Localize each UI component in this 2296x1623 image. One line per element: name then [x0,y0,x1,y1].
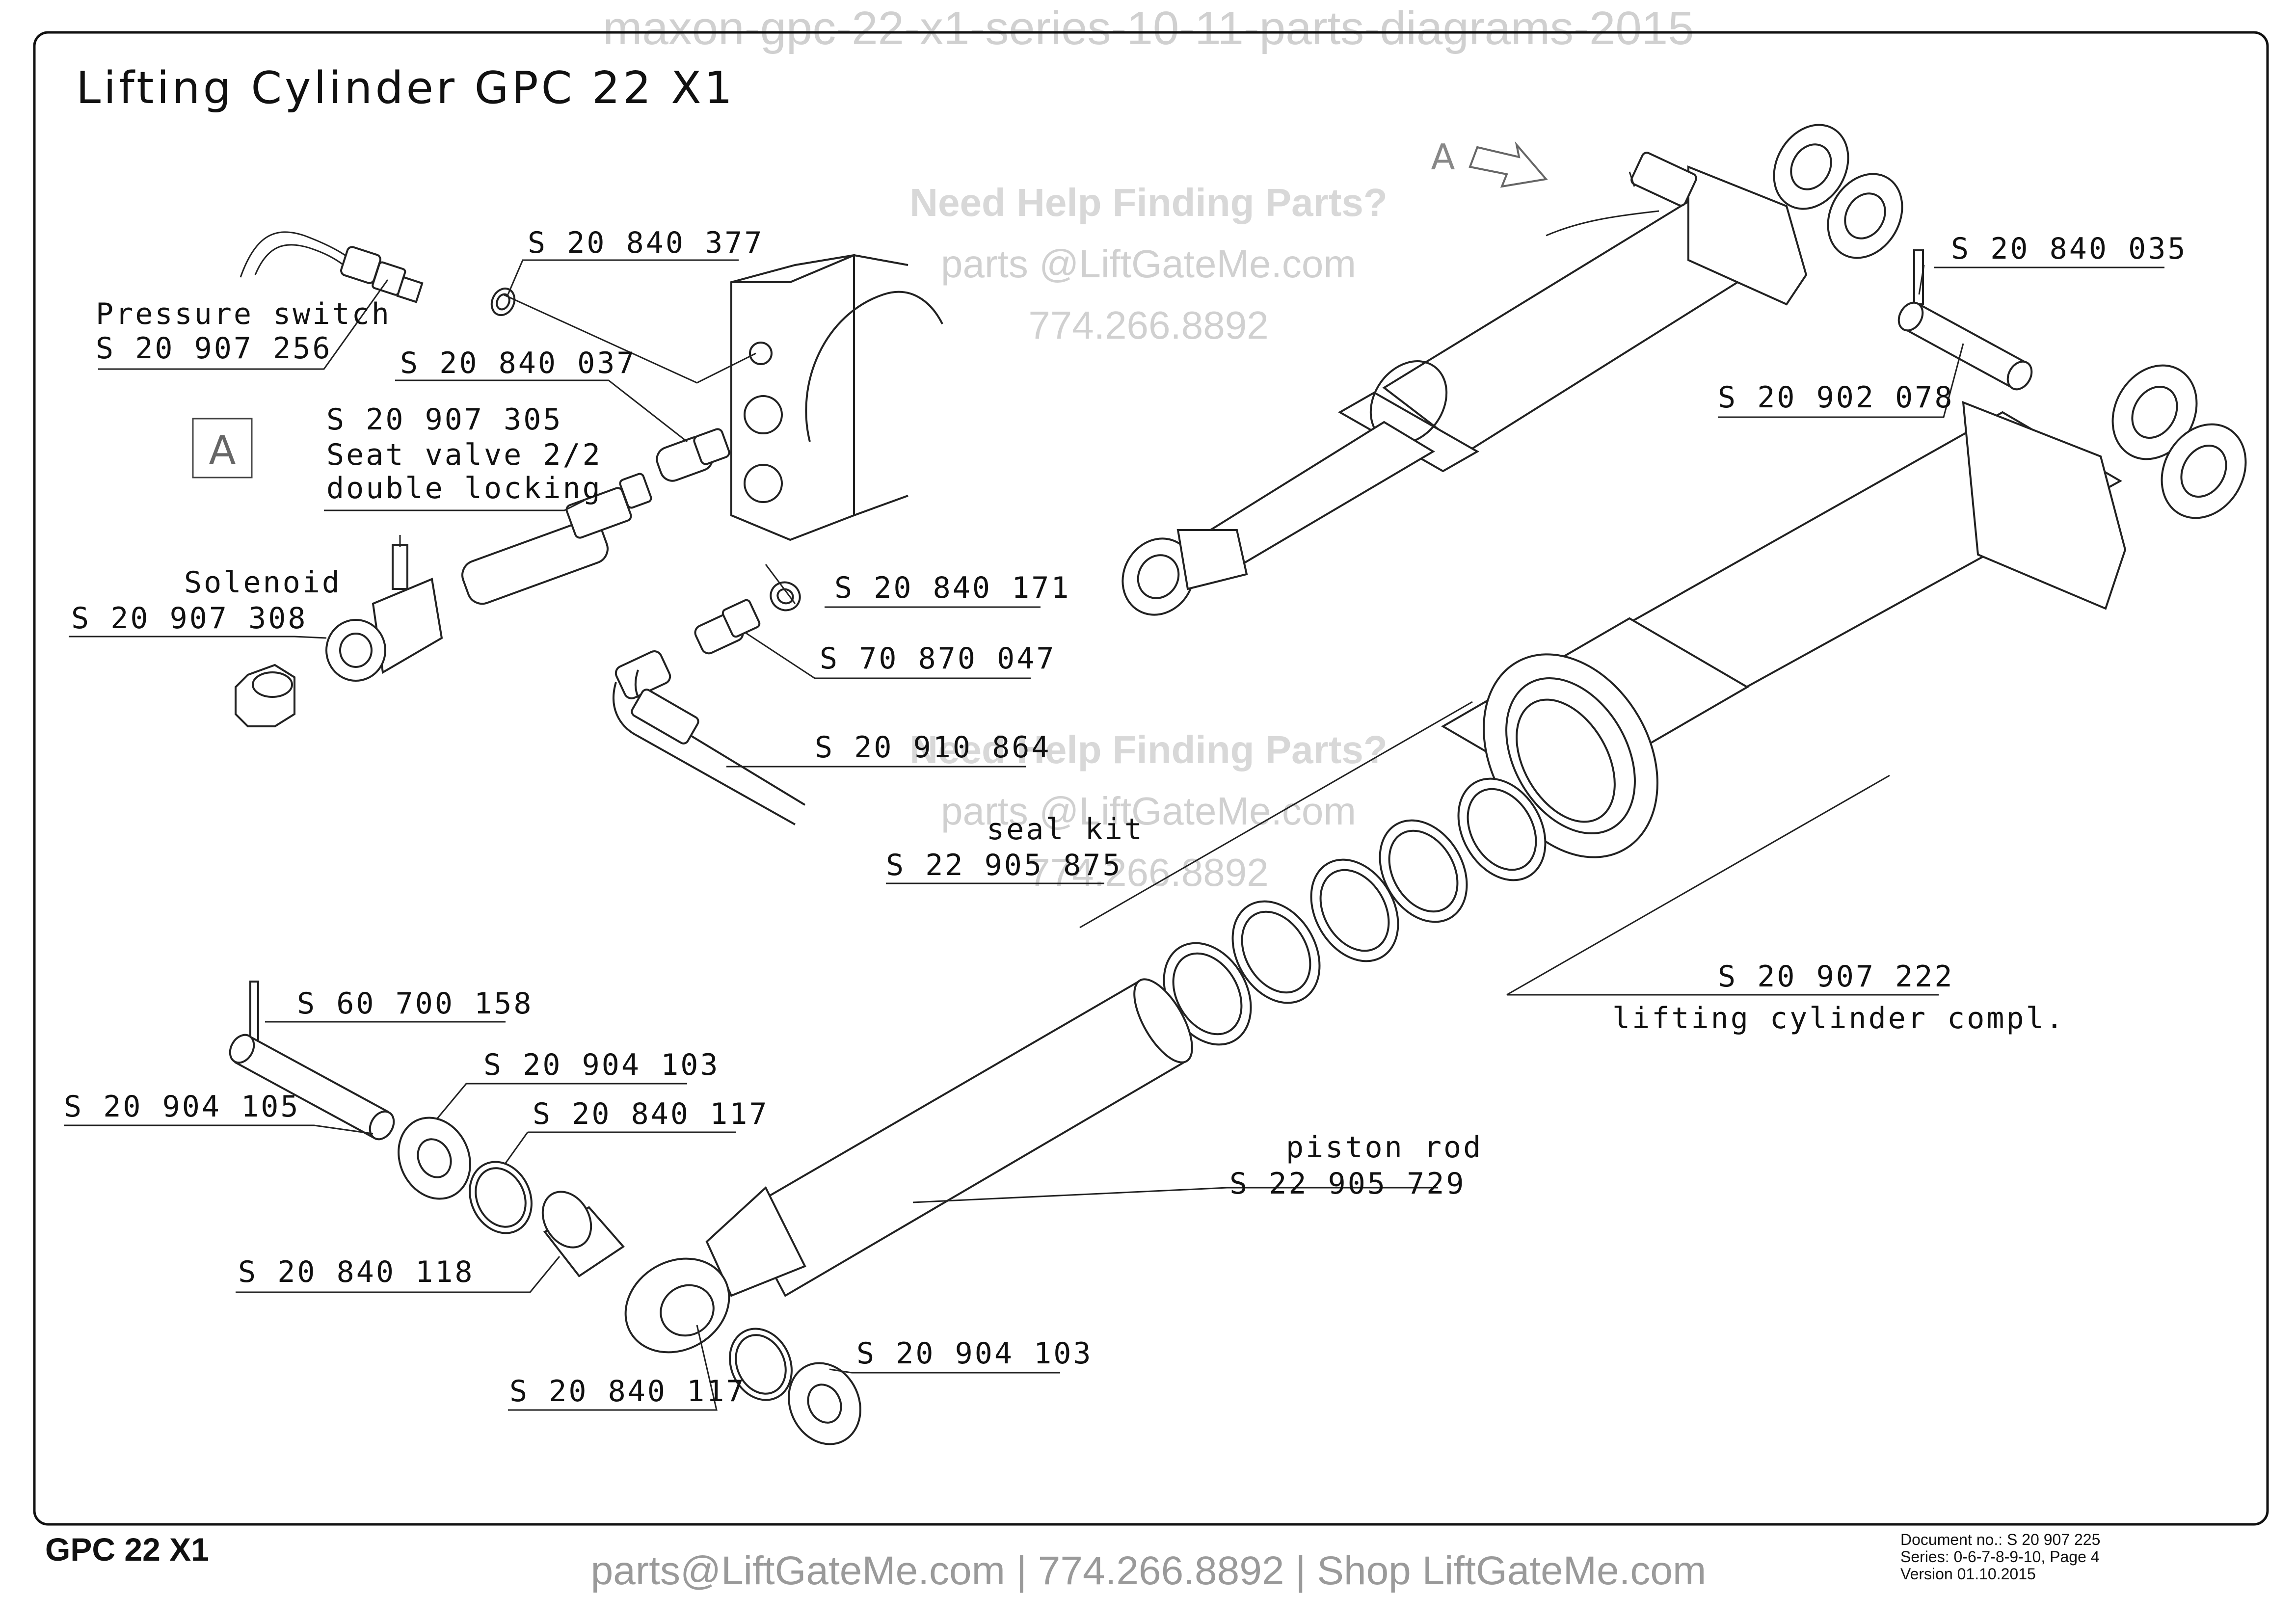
label-p-20840171: S 20 840 171 [834,571,1070,605]
label-cyl-name: lifting cylinder compl. [1612,1001,2065,1036]
label-p-20904103-a: S 20 904 103 [483,1048,720,1082]
valve-block [730,254,943,541]
seat-valve [461,473,652,605]
label-p-60700158: S 60 700 158 [297,986,533,1021]
label-p-20840117-a: S 20 840 117 [533,1097,769,1131]
help-watermark-top: Need Help Finding Parts? parts @LiftGate… [909,181,1387,347]
label-cyl-pn: S 20 907 222 [1718,959,1954,994]
o-ring-20840117-b [729,1328,793,1401]
label-seal-kit-name: seal kit [987,812,1144,847]
label-p-20840118: S 20 840 118 [238,1255,474,1289]
label-p-20904103-b: S 20 904 103 [856,1336,1093,1371]
label-p-20902078: S 20 902 078 [1718,380,1954,415]
help-watermark-middle: Need Help Finding Parts? parts @LiftGate… [909,728,1387,894]
o-ring-20840117-a [469,1161,533,1234]
label-seal-kit-pn: S 22 905 875 [886,848,1122,882]
knurled-nut [235,664,295,727]
label-solenoid-name: Solenoid [184,565,342,600]
svg-text:Need Help Finding Parts?: Need Help Finding Parts? [909,181,1387,224]
hose-assembly [613,650,806,825]
washer-20904103-a [398,1117,471,1200]
svg-text:774.266.8892: 774.266.8892 [1028,303,1268,347]
part-labels: Pressure switch S 20 907 256 S 20 840 37… [64,226,2187,1409]
label-seat-valve-pn: S 20 907 305 [326,402,562,437]
washer-20904103-b [788,1362,861,1445]
solenoid [325,535,443,682]
svg-text:A: A [1431,136,1455,178]
o-ring-377 [490,287,516,317]
label-p-20840377: S 20 840 377 [528,226,764,260]
piston-rod [624,978,1193,1354]
label-p-20910864: S 20 910 864 [815,730,1051,765]
label-p-20840117-b: S 20 840 117 [509,1374,746,1409]
footer-series: Series: 0-6-7-8-9-10, Page 4 [1900,1548,2100,1566]
diagram-border [33,31,2269,1526]
watermark-top: maxon-gpc-22-x1-series-10-11-parts-diagr… [603,2,1694,54]
footer-version: Version 01.10.2015 [1900,1565,2036,1583]
label-p-20840035: S 20 840 035 [1951,232,2187,266]
lower-cylinder-tube [1441,364,2247,858]
svg-text:parts @LiftGateMe.com: parts @LiftGateMe.com [941,789,1356,833]
label-pressure-switch-name: Pressure switch [96,297,391,331]
page-title: Lifting Cylinder GPC 22 X1 [76,62,735,114]
seal-kit-rings [1163,777,1547,1046]
o-ring-171 [770,581,801,612]
svg-text:A: A [209,427,236,473]
fitting-047 [694,599,761,655]
detail-marker-a: A [192,418,253,479]
view-arrow-a: A [1431,136,1548,188]
bushing-20840118 [541,1191,625,1277]
svg-text:774.266.8892: 774.266.8892 [1028,851,1268,894]
label-p-20904105: S 20 904 105 [64,1090,300,1124]
footer-contact: parts@LiftGateMe.com | 774.266.8892 | Sh… [591,1548,1707,1593]
label-pressure-switch-pn: S 20 907 256 [96,331,332,366]
axle-20904105 [229,1034,395,1141]
svg-text:parts @LiftGateMe.com: parts @LiftGateMe.com [941,242,1356,286]
pressure-switch [240,231,424,303]
label-seat-valve-name1: Seat valve 2/2 [326,438,602,472]
fitting-037 [656,428,730,482]
svg-text:Need Help Finding Parts?: Need Help Finding Parts? [909,728,1387,772]
leader-lines [64,259,2164,1411]
label-p-70870047: S 70 870 047 [820,641,1056,676]
pin-60700158 [249,981,259,1041]
axle-bolt-078 [1897,301,2033,391]
label-solenoid-pn: S 20 907 308 [71,601,307,636]
label-piston-pn: S 22 905 729 [1229,1167,1466,1201]
label-seat-valve-name2: double locking [326,471,602,506]
upper-cylinder-assembled [1121,124,1903,616]
footer-doc-no: Document no.: S 20 907 225 [1900,1531,2100,1548]
label-piston-name: piston rod [1286,1130,1483,1165]
label-p-20840037: S 20 840 037 [400,346,636,380]
footer-brand: GPC 22 X1 [45,1531,209,1568]
